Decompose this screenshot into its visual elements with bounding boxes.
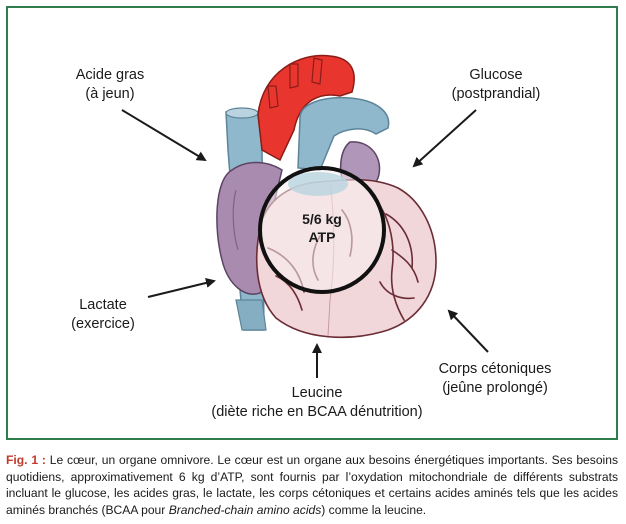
caption-text: Le cœur, un organe omnivore. Le cœur est… (6, 453, 619, 517)
atp-circle (258, 166, 386, 294)
label-leucine-name: Leucine (291, 385, 343, 401)
caption-text-end: ) comme la leucine. (321, 502, 427, 517)
label-lactate: Lactate (exercice) (48, 296, 158, 334)
label-leucine-note: (diète riche en BCAA dénutrition) (211, 404, 423, 420)
label-corps-cetoniques-name: Corps cétoniques (438, 361, 552, 377)
label-lactate-name: Lactate (79, 297, 127, 313)
caption-italic-term: Branched-chain amino acids (168, 502, 322, 517)
pulmonary-artery (297, 96, 390, 171)
atp-amount-value: 5/6 kg (302, 211, 342, 227)
label-leucine: Leucine (diète riche en BCAA dénutrition… (197, 384, 437, 422)
label-glucose-note: (postprandial) (451, 86, 541, 102)
label-corps-cetoniques: Corps cétoniques (jeûne prolongé) (420, 360, 570, 398)
arrow-lactate (147, 278, 216, 298)
figure-caption: Fig. 1 : Le cœur, un organe omnivore. Le… (6, 452, 618, 518)
label-glucose-name: Glucose (469, 67, 523, 83)
label-corps-cetoniques-note: (jeûne prolongé) (442, 380, 548, 396)
arrow-acide-gras (121, 109, 207, 162)
heart-diagram (121, 54, 489, 378)
label-acide-gras-note: (à jeun) (85, 86, 135, 102)
label-acide-gras-name: Acide gras (75, 67, 145, 83)
atp-amount: 5/6 kg ATP (282, 210, 362, 246)
label-lactate-note: (exercice) (71, 316, 135, 332)
arrow-corps-cetoniques (447, 309, 489, 353)
atp-amount-unit: ATP (308, 229, 336, 245)
figure-label: Fig. 1 : (6, 453, 46, 467)
arrow-glucose (412, 109, 477, 168)
label-glucose: Glucose (postprandial) (436, 66, 556, 104)
label-acide-gras: Acide gras (à jeun) (50, 66, 170, 104)
